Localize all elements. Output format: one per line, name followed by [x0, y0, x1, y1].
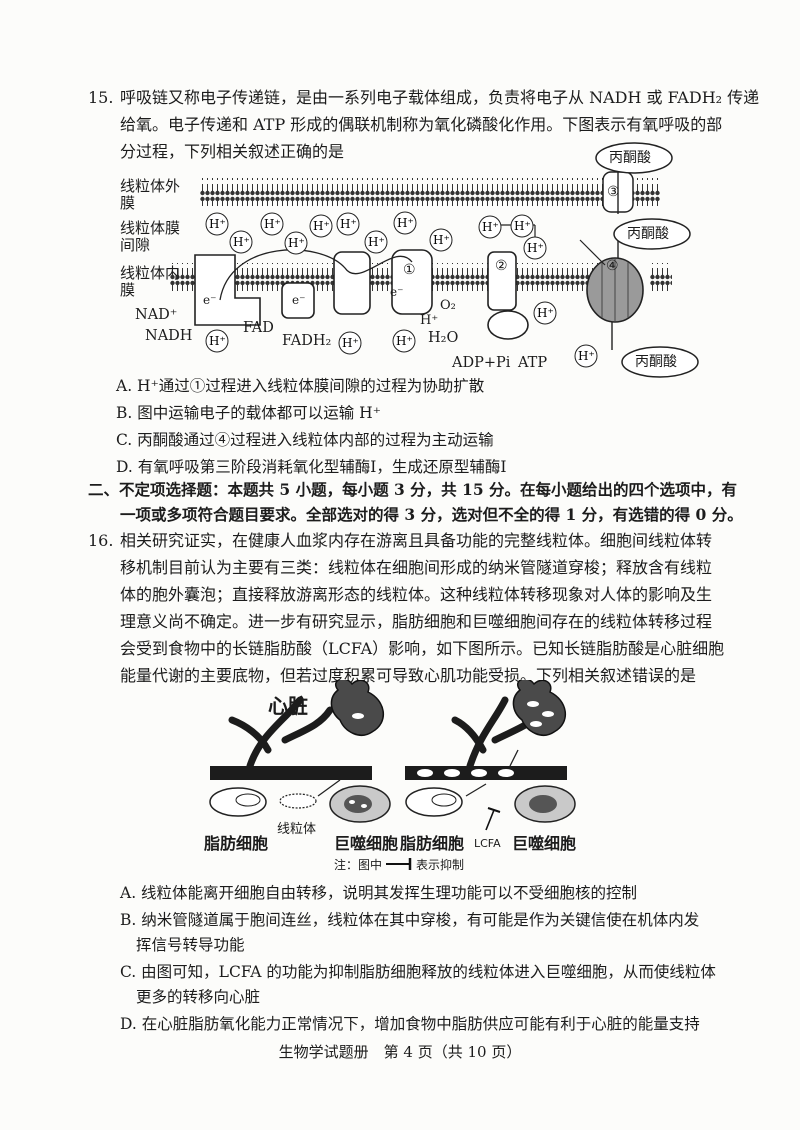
- q15-number: 15.: [88, 88, 114, 107]
- label-pyruvate-mid: 丙酮酸: [627, 226, 669, 242]
- svg-text:H⁺: H⁺: [482, 220, 499, 234]
- svg-text:H⁺: H⁺: [264, 217, 281, 231]
- q15-stem-line-2: 给氧。电子传递和 ATP 形成的偶联机制称为氧化磷酸化作用。下图表示有氧呼吸的部: [120, 115, 723, 134]
- q15-stem-line-1: 呼吸链又称电子传递链，是由一系列电子载体组成，负责将电子从 NADH 或 FAD…: [120, 88, 760, 107]
- pyruvate-mid: [613, 218, 691, 250]
- label-note-suffix: 表示抑制: [416, 858, 465, 872]
- q16-option-b-line-1[interactable]: B. 纳米管隧道属于胞间连丝，线粒体在其中穿梭，有可能是作为关键信使在机体内发: [120, 911, 700, 929]
- section-2-line-1: 二、不定项选择题：本题共 5 小题，每小题 3 分，共 15 分。在每小题给出的…: [88, 480, 738, 499]
- label-electron-3: e⁻: [390, 285, 404, 299]
- svg-text:H⁺: H⁺: [342, 336, 359, 350]
- label-lcfa: LCFA: [474, 837, 501, 850]
- q16-number: 16.: [88, 531, 114, 550]
- complex-2: [281, 282, 315, 319]
- q16-option-b-line-2[interactable]: 挥信号转导功能: [136, 936, 245, 954]
- svg-text:H⁺: H⁺: [514, 219, 531, 233]
- mito-transfer-figure: [209, 680, 576, 870]
- label-fadh2: FADH₂: [282, 333, 332, 349]
- q16-option-c-line-1[interactable]: C. 由图可知，LCFA 的功能为抑制脂肪细胞释放的线粒体进入巨噬细胞，从而使线…: [120, 963, 716, 981]
- q16-stem-line-1: 相关研究证实，在健康人血浆内存在游离且具备功能的完整线粒体。细胞间线粒体转: [120, 531, 713, 550]
- label-mark-2: ②: [495, 258, 508, 274]
- q15-option-c[interactable]: C. 丙酮酸通过④过程进入线粒体内部的过程为主动运输: [116, 431, 494, 449]
- label-o2: O₂: [440, 298, 456, 313]
- label-adp: ADP+Pi: [452, 355, 511, 371]
- label-mark-3: ③: [607, 184, 620, 200]
- pyruvate-top: [595, 142, 673, 174]
- label-outer-membrane: 线粒体外膜: [120, 177, 181, 212]
- q16-stem-line-5: 会受到食物中的长链脂肪酸（LCFA）影响，如下图所示。已知长链脂肪酸是心脏细胞: [120, 639, 725, 658]
- complex-3: [333, 251, 371, 315]
- mito-left: [279, 793, 317, 809]
- label-pyruvate-bottom: 丙酮酸: [635, 354, 677, 370]
- q16-option-a[interactable]: A. 线粒体能离开细胞自由转移，说明其发挥生理功能可以不受细胞核的控制: [120, 884, 638, 902]
- svg-text:H⁺: H⁺: [288, 236, 305, 250]
- q15-option-a[interactable]: A. H⁺通过①过程进入线粒体膜间隙的过程为协助扩散: [116, 377, 485, 395]
- q16-stem-line-4: 理意义尚不确定。进一步有研究显示，脂肪细胞和巨噬细胞间存在的线粒体转移过程: [120, 612, 713, 631]
- label-electron-2: e⁻: [292, 293, 306, 307]
- label-mito: 线粒体: [277, 822, 317, 837]
- label-fat-cell-right: 脂肪细胞: [400, 834, 465, 853]
- q15-stem-line-3: 分过程，下列相关叙述正确的是: [120, 142, 345, 161]
- q16-option-d[interactable]: D. 在心脏脂肪氧化能力正常情况下，增加食物中脂肪供应可能有利于心脏的能量支持: [120, 1015, 700, 1033]
- svg-text:H⁺: H⁺: [527, 241, 544, 255]
- complex-4: [391, 249, 433, 315]
- respiratory-chain-diagram: H⁺ H⁺ H⁺ H⁺ H⁺ H⁺ H⁺ H⁺ H⁺ H⁺ H⁺ H⁺ H⁺ H…: [170, 142, 699, 378]
- label-h-ion-small: H⁺: [420, 313, 439, 328]
- label-note-prefix: 注：图中: [334, 858, 383, 872]
- svg-text:H⁺: H⁺: [537, 306, 554, 320]
- label-nadh: NADH: [145, 328, 193, 344]
- label-mark-1: ①: [403, 262, 416, 278]
- q15-option-d[interactable]: D. 有氧呼吸第三阶段消耗氧化型辅酶Ⅰ，生成还原型辅酶Ⅰ: [116, 458, 507, 476]
- svg-text:H⁺: H⁺: [209, 334, 226, 348]
- q15-option-b[interactable]: B. 图中运输电子的载体都可以运输 H⁺: [116, 404, 381, 422]
- heart-left: [330, 680, 384, 736]
- complex-1: [194, 254, 261, 326]
- q16-option-c-line-2[interactable]: 更多的转移向心脏: [136, 988, 261, 1006]
- label-heart: 心脏: [268, 694, 308, 718]
- label-macrophage-left: 巨噬细胞: [334, 834, 399, 853]
- section-2-line-2: 一项或多项符合题目要求。全部选对的得 3 分，选对但不全的得 1 分，有选错的得…: [120, 505, 743, 524]
- svg-text:H⁺: H⁺: [233, 235, 250, 249]
- label-pyruvate-top: 丙酮酸: [609, 150, 651, 166]
- page-footer: 生物学试题册 第 4 页（共 10 页）: [278, 1043, 522, 1061]
- label-fat-cell-left: 脂肪细胞: [204, 834, 269, 853]
- label-nad: NAD⁺: [135, 307, 178, 323]
- label-h2o: H₂O: [428, 330, 459, 346]
- atp-synthase: [487, 251, 517, 311]
- svg-text:H⁺: H⁺: [340, 217, 357, 231]
- svg-text:H⁺: H⁺: [396, 334, 413, 348]
- label-atp: ATP: [518, 355, 548, 371]
- svg-text:H⁺: H⁺: [209, 217, 226, 231]
- label-electron-1: e⁻: [203, 293, 217, 307]
- q16-stem-line-6: 能量代谢的主要底物，但若过度积累可导致心肌功能受损。下列相关叙述错误的是: [120, 666, 697, 685]
- inner-membrane: [170, 263, 610, 291]
- label-mark-4: ④: [606, 258, 619, 274]
- label-macrophage-right: 巨噬细胞: [512, 834, 577, 853]
- heart-right: [512, 680, 566, 736]
- svg-text:H⁺: H⁺: [397, 216, 414, 230]
- outer-membrane: [200, 178, 605, 206]
- svg-text:H⁺: H⁺: [368, 235, 385, 249]
- blood-vessel-left: [210, 766, 372, 780]
- svg-text:H⁺: H⁺: [433, 233, 450, 247]
- q16-stem-line-2: 移机制目前认为主要有三类：线粒体在细胞间形成的纳米管隧道穿梭；释放含有线粒: [120, 558, 713, 577]
- q16-stem-line-3: 体的胞外囊泡；直接释放游离形态的线粒体。这种线粒体转移现象对人体的影响及生: [120, 585, 713, 604]
- h-ion-group: H⁺ H⁺ H⁺ H⁺ H⁺ H⁺ H⁺ H⁺ H⁺ H⁺ H⁺ H⁺ H⁺ H…: [205, 211, 598, 368]
- label-intermembrane: 线粒体膜间隙: [120, 219, 181, 254]
- label-fad: FAD: [243, 320, 274, 336]
- pyruvate-bottom: [621, 346, 699, 378]
- label-inner-membrane: 线粒体内膜: [120, 264, 181, 299]
- svg-text:H⁺: H⁺: [313, 219, 330, 233]
- svg-text:H⁺: H⁺: [578, 349, 595, 363]
